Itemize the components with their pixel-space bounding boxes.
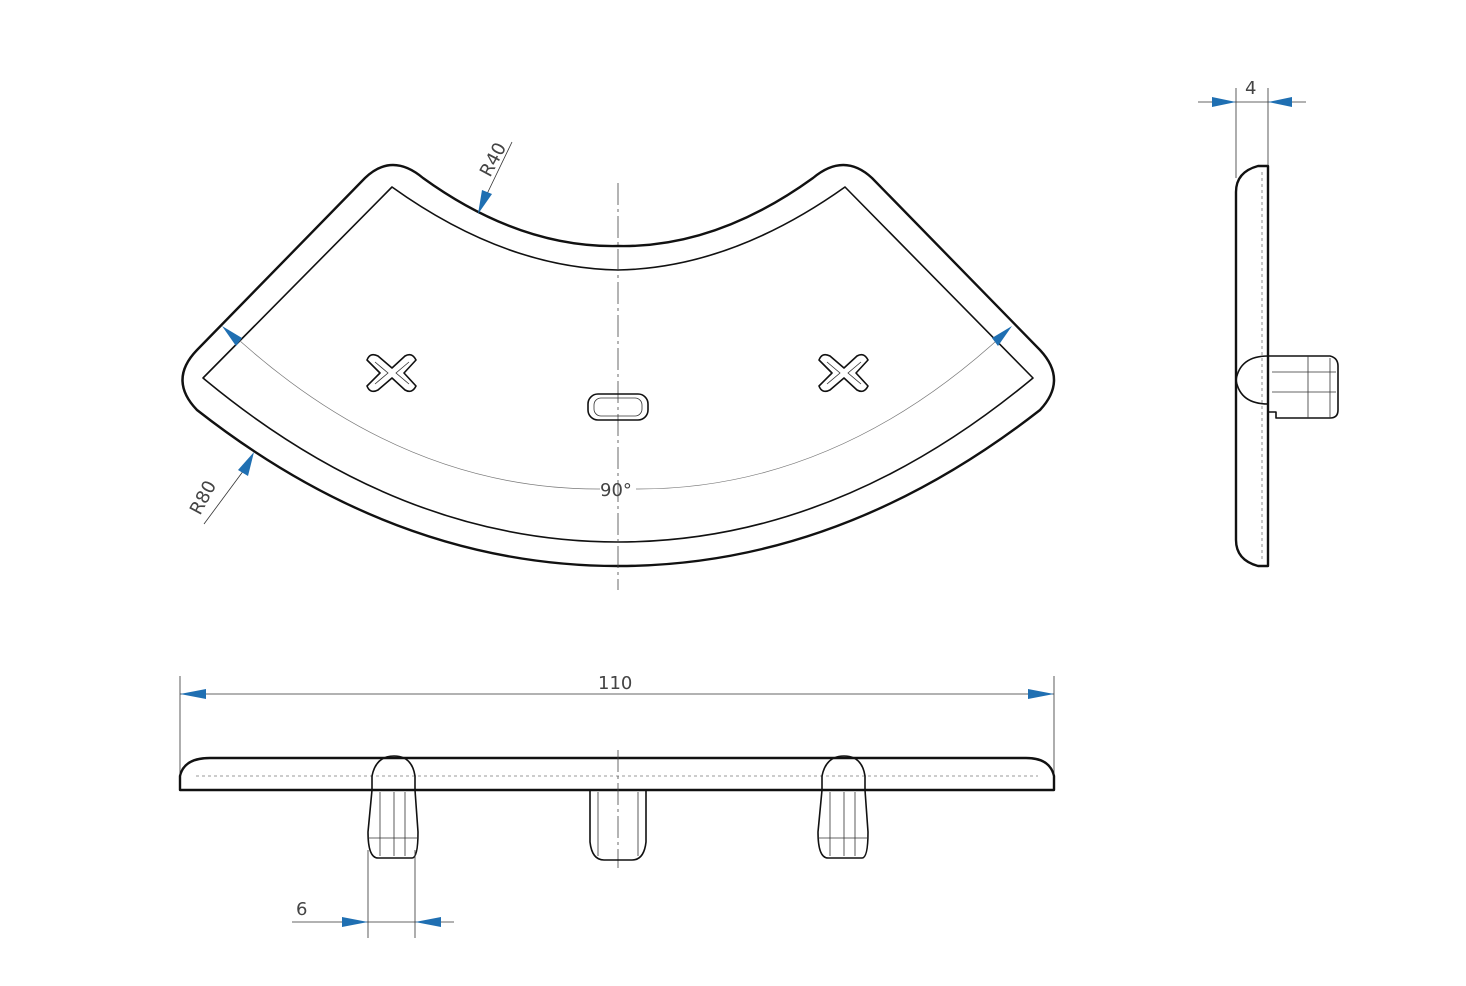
length-arrow-right: [1028, 689, 1054, 699]
top-view-inner-outline: [202, 186, 1034, 543]
angle-arrow-left: [222, 326, 242, 346]
cross-slot-left: [366, 353, 417, 393]
center-slot: [587, 393, 649, 421]
r80-label: R80: [186, 477, 221, 518]
clip-right: [817, 789, 869, 859]
top-view: 90° R40 R80: [181, 139, 1056, 590]
thickness-label: 4: [1245, 78, 1256, 99]
side-view-outline: [1234, 164, 1270, 568]
r80-leader: [203, 469, 245, 525]
clip-width-arrow-left: [342, 917, 368, 927]
cross-slot-right: [818, 353, 869, 393]
length-arrow-left: [180, 689, 206, 699]
r40-label: R40: [476, 139, 511, 180]
front-view: 110 6: [178, 673, 1056, 938]
front-view-plate: [178, 756, 1056, 792]
thickness-arrow-right: [1268, 97, 1292, 107]
top-view-outline: [181, 163, 1056, 568]
length-label: 110: [598, 673, 632, 694]
r40-leader: [485, 141, 513, 197]
clip-width-label: 6: [296, 899, 307, 920]
angle-arc: [227, 329, 601, 490]
center-post: [589, 790, 647, 861]
angle-label: 90°: [600, 480, 632, 501]
clip-left: [367, 789, 419, 859]
clip-width-arrow-right: [415, 917, 441, 927]
side-view-boss: [1235, 355, 1269, 405]
r40-arrow: [478, 190, 492, 214]
r80-arrow: [238, 452, 254, 476]
side-view-clip: [1268, 355, 1339, 419]
side-view: 4: [1198, 78, 1339, 568]
thickness-arrow-left: [1212, 97, 1236, 107]
angle-arrow-right: [992, 326, 1012, 346]
